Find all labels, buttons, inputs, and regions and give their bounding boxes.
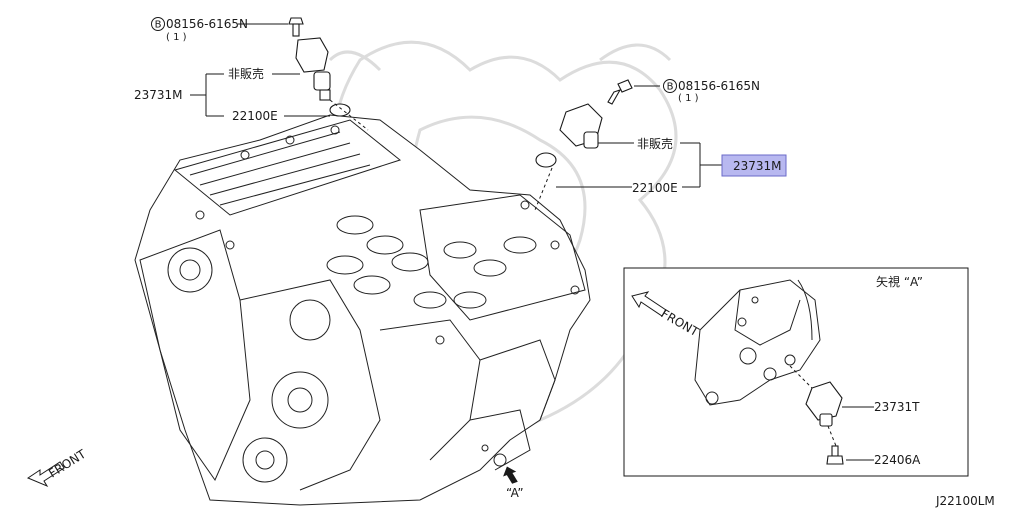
view-a-bolt-part-no[interactable]: 22406A [874,453,921,467]
view-a-bolt-part[interactable] [826,425,844,465]
bolt-left-qty: ( 1 ) [166,32,187,43]
oring-left-icon [329,103,351,117]
view-a-arrow: “A” [503,466,524,500]
sensor-right-oring-no[interactable]: 22100E [632,181,678,195]
diagram-id: J22100LM [935,494,995,508]
main-front-label: FRONT [46,447,89,481]
view-a-arrow-label: “A” [506,486,524,500]
sensor-left-assembly-no[interactable]: 23731M [134,88,183,102]
sensor-left-callout: 23731M 非販売 22100E [134,66,330,123]
sensor-right-assembly-no[interactable]: 23731M [733,159,782,173]
oring-right-icon [535,152,557,168]
sensor-left-part[interactable] [288,17,369,131]
sensor-left-not-sold: 非販売 [228,66,264,81]
view-a-title: 矢視 “A” [876,274,923,289]
bolt-left-part-no[interactable]: 08156-6165N [166,17,248,31]
bolt-right-circle-letter: B [667,82,674,93]
sensor-right-not-sold: 非販売 [637,136,673,151]
engine-illustration [134,114,591,506]
bolt-right-callout: B 08156-6165N ( 1 ) [634,79,760,104]
selected-part-highlight[interactable] [721,154,787,177]
view-a-sensor-part[interactable] [789,365,843,427]
sensor-right-part[interactable] [534,79,633,211]
main-front-indicator: FRONT [26,447,89,488]
bolt-left-circle-letter: B [155,20,162,31]
sensor-left-oring-no[interactable]: 22100E [232,109,278,123]
bolt-right-part-no[interactable]: 08156-6165N [678,79,760,93]
bolt-left-callout: B 08156-6165N ( 1 ) [151,17,288,43]
view-a-sensor-part-no[interactable]: 23731T [874,400,920,414]
bolt-right-qty: ( 1 ) [678,93,699,104]
sensor-right-callout: 非販売 22100E 23731M [556,136,787,195]
view-a-inset: 矢視 “A” FRONT 23731T 22406A [623,267,969,477]
